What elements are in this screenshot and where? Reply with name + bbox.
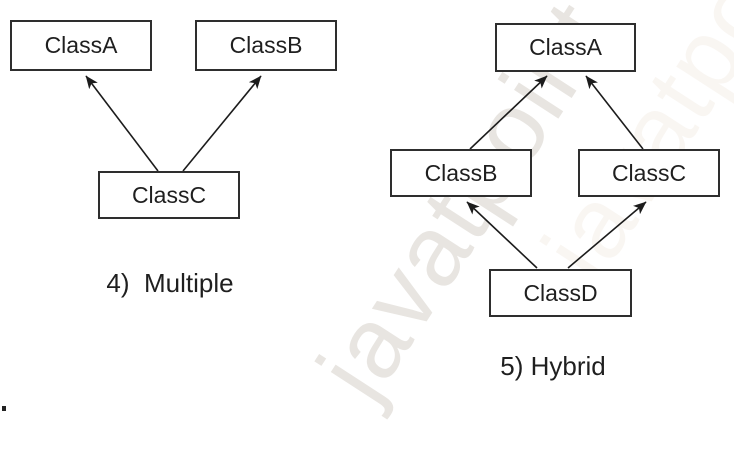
hybrid-classd-label: ClassD: [523, 279, 598, 306]
multiple-classc-box: ClassC: [98, 171, 240, 219]
arrow-hybrid-classd-to-classb: [466, 201, 538, 269]
multiple-classc-label: ClassC: [131, 181, 207, 208]
arrow-multiple-classc-to-classa: [85, 75, 159, 172]
hybrid-classb-box: ClassB: [390, 149, 532, 197]
arrow-hybrid-classc-to-classa: [585, 75, 644, 150]
hybrid-classa-label: ClassA: [529, 34, 602, 60]
hybrid-classc-label: ClassC: [611, 159, 687, 186]
multiple-classa-label: ClassA: [44, 32, 118, 58]
multiple-caption: 4) Multiple: [106, 268, 234, 298]
hybrid-classa-box: ClassA: [495, 23, 636, 72]
hybrid-classd-box: ClassD: [489, 269, 632, 317]
hybrid-classc-box: ClassC: [578, 149, 720, 197]
multiple-classa-box: ClassA: [10, 20, 152, 71]
multiple-classb-label: ClassB: [229, 32, 303, 58]
hybrid-classb-label: ClassB: [424, 159, 498, 186]
hybrid-caption: 5) Hybrid: [500, 351, 606, 381]
arrow-hybrid-classb-to-classa: [469, 75, 548, 150]
arrow-hybrid-classd-to-classc: [567, 201, 647, 269]
stray-mark: [2, 406, 6, 411]
arrow-multiple-classc-to-classb: [182, 75, 262, 172]
multiple-classb-box: ClassB: [195, 20, 337, 71]
inheritance-arrows-layer: [85, 75, 647, 269]
